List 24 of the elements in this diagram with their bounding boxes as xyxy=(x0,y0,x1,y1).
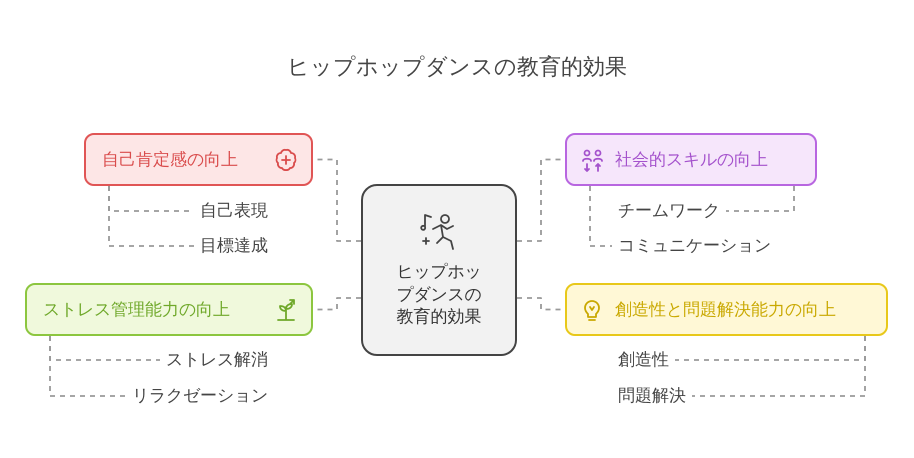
branch-label: チームワーク xyxy=(618,200,720,222)
branch-label: ストレス解消 xyxy=(166,349,268,371)
branch-label: リラクゼーション xyxy=(132,385,268,407)
connector-line xyxy=(589,186,612,247)
connector-line xyxy=(726,186,795,212)
branch-label: 創造性 xyxy=(618,349,669,371)
diagram-title: ヒップホップダンスの教育的効果 xyxy=(286,54,628,82)
connector-line xyxy=(692,336,866,397)
topic-label: ストレス管理能力の向上 xyxy=(43,299,230,321)
central-topic-box xyxy=(361,184,517,356)
topic-box xyxy=(25,283,313,336)
topic-box xyxy=(84,133,313,186)
topic-box xyxy=(565,133,817,186)
branch-label: コミュニケーション xyxy=(618,235,771,257)
topic-label: 創造性と問題解決能力の向上 xyxy=(615,299,836,321)
topic-label: 社会的スキルの向上 xyxy=(615,149,768,171)
connector-line xyxy=(108,186,194,247)
connector-line xyxy=(49,336,126,397)
branch-label: 自己表現 xyxy=(200,200,268,222)
central-topic-label: ヒップホップダンスの教育的効果 xyxy=(395,260,482,330)
topic-box xyxy=(565,283,888,336)
branch-label: 問題解決 xyxy=(618,385,686,407)
branch-label: 目標達成 xyxy=(200,235,268,257)
topic-label: 自己肯定感の向上 xyxy=(102,149,238,171)
